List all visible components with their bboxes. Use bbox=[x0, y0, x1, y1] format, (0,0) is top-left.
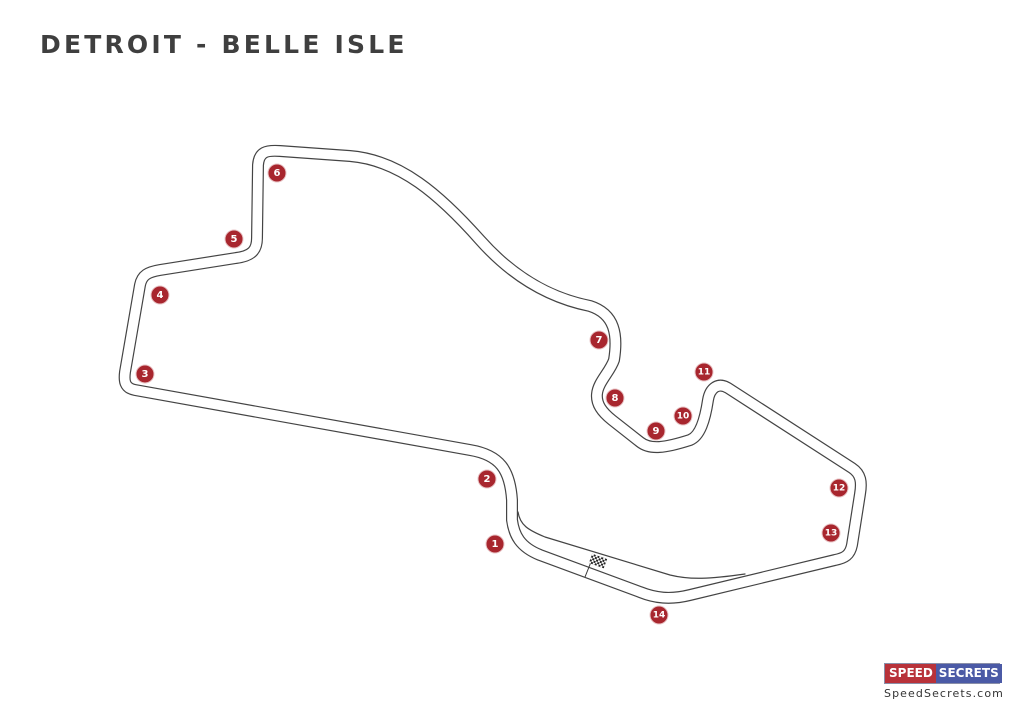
corner-number: 2 bbox=[484, 474, 491, 485]
speed-secrets-logo[interactable]: SPEED SECRETS SpeedSecrets.com bbox=[884, 663, 1004, 700]
corner-number: 1 bbox=[492, 539, 499, 550]
corner-number: 10 bbox=[677, 412, 690, 422]
checkered-flag-icon bbox=[588, 553, 608, 569]
corner-number: 14 bbox=[653, 611, 666, 621]
page-title: DETROIT - BELLE ISLE bbox=[40, 30, 408, 59]
corner-number: 11 bbox=[698, 368, 711, 378]
corner-number: 13 bbox=[825, 529, 838, 539]
logo-badge: SPEED SECRETS bbox=[884, 663, 1002, 684]
corner-marker-10: 10 bbox=[673, 406, 693, 426]
corner-marker-1: 1 bbox=[485, 534, 505, 554]
corner-marker-4: 4 bbox=[150, 285, 170, 305]
corner-number: 6 bbox=[274, 168, 281, 179]
corner-marker-8: 8 bbox=[605, 388, 625, 408]
corner-marker-7: 7 bbox=[589, 330, 609, 350]
corner-marker-2: 2 bbox=[477, 469, 497, 489]
corner-marker-9: 9 bbox=[646, 421, 666, 441]
corner-marker-5: 5 bbox=[224, 229, 244, 249]
corner-marker-12: 12 bbox=[829, 478, 849, 498]
corner-number: 9 bbox=[653, 426, 660, 437]
corner-marker-3: 3 bbox=[135, 364, 155, 384]
corner-number: 7 bbox=[596, 335, 603, 346]
corner-marker-14: 14 bbox=[649, 605, 669, 625]
corner-number: 3 bbox=[142, 369, 149, 380]
corner-marker-11: 11 bbox=[694, 362, 714, 382]
corner-number: 5 bbox=[231, 234, 238, 245]
corner-number: 4 bbox=[157, 290, 164, 301]
logo-url[interactable]: SpeedSecrets.com bbox=[884, 687, 1004, 700]
track-outline bbox=[118, 144, 867, 604]
corner-number: 8 bbox=[612, 393, 619, 404]
logo-speed-text: SPEED bbox=[885, 664, 936, 683]
logo-secrets-text: SECRETS bbox=[935, 664, 1002, 683]
corner-number: 12 bbox=[833, 484, 846, 494]
start-finish-line bbox=[584, 553, 608, 578]
corner-marker-13: 13 bbox=[821, 523, 841, 543]
corner-marker-6: 6 bbox=[267, 163, 287, 183]
